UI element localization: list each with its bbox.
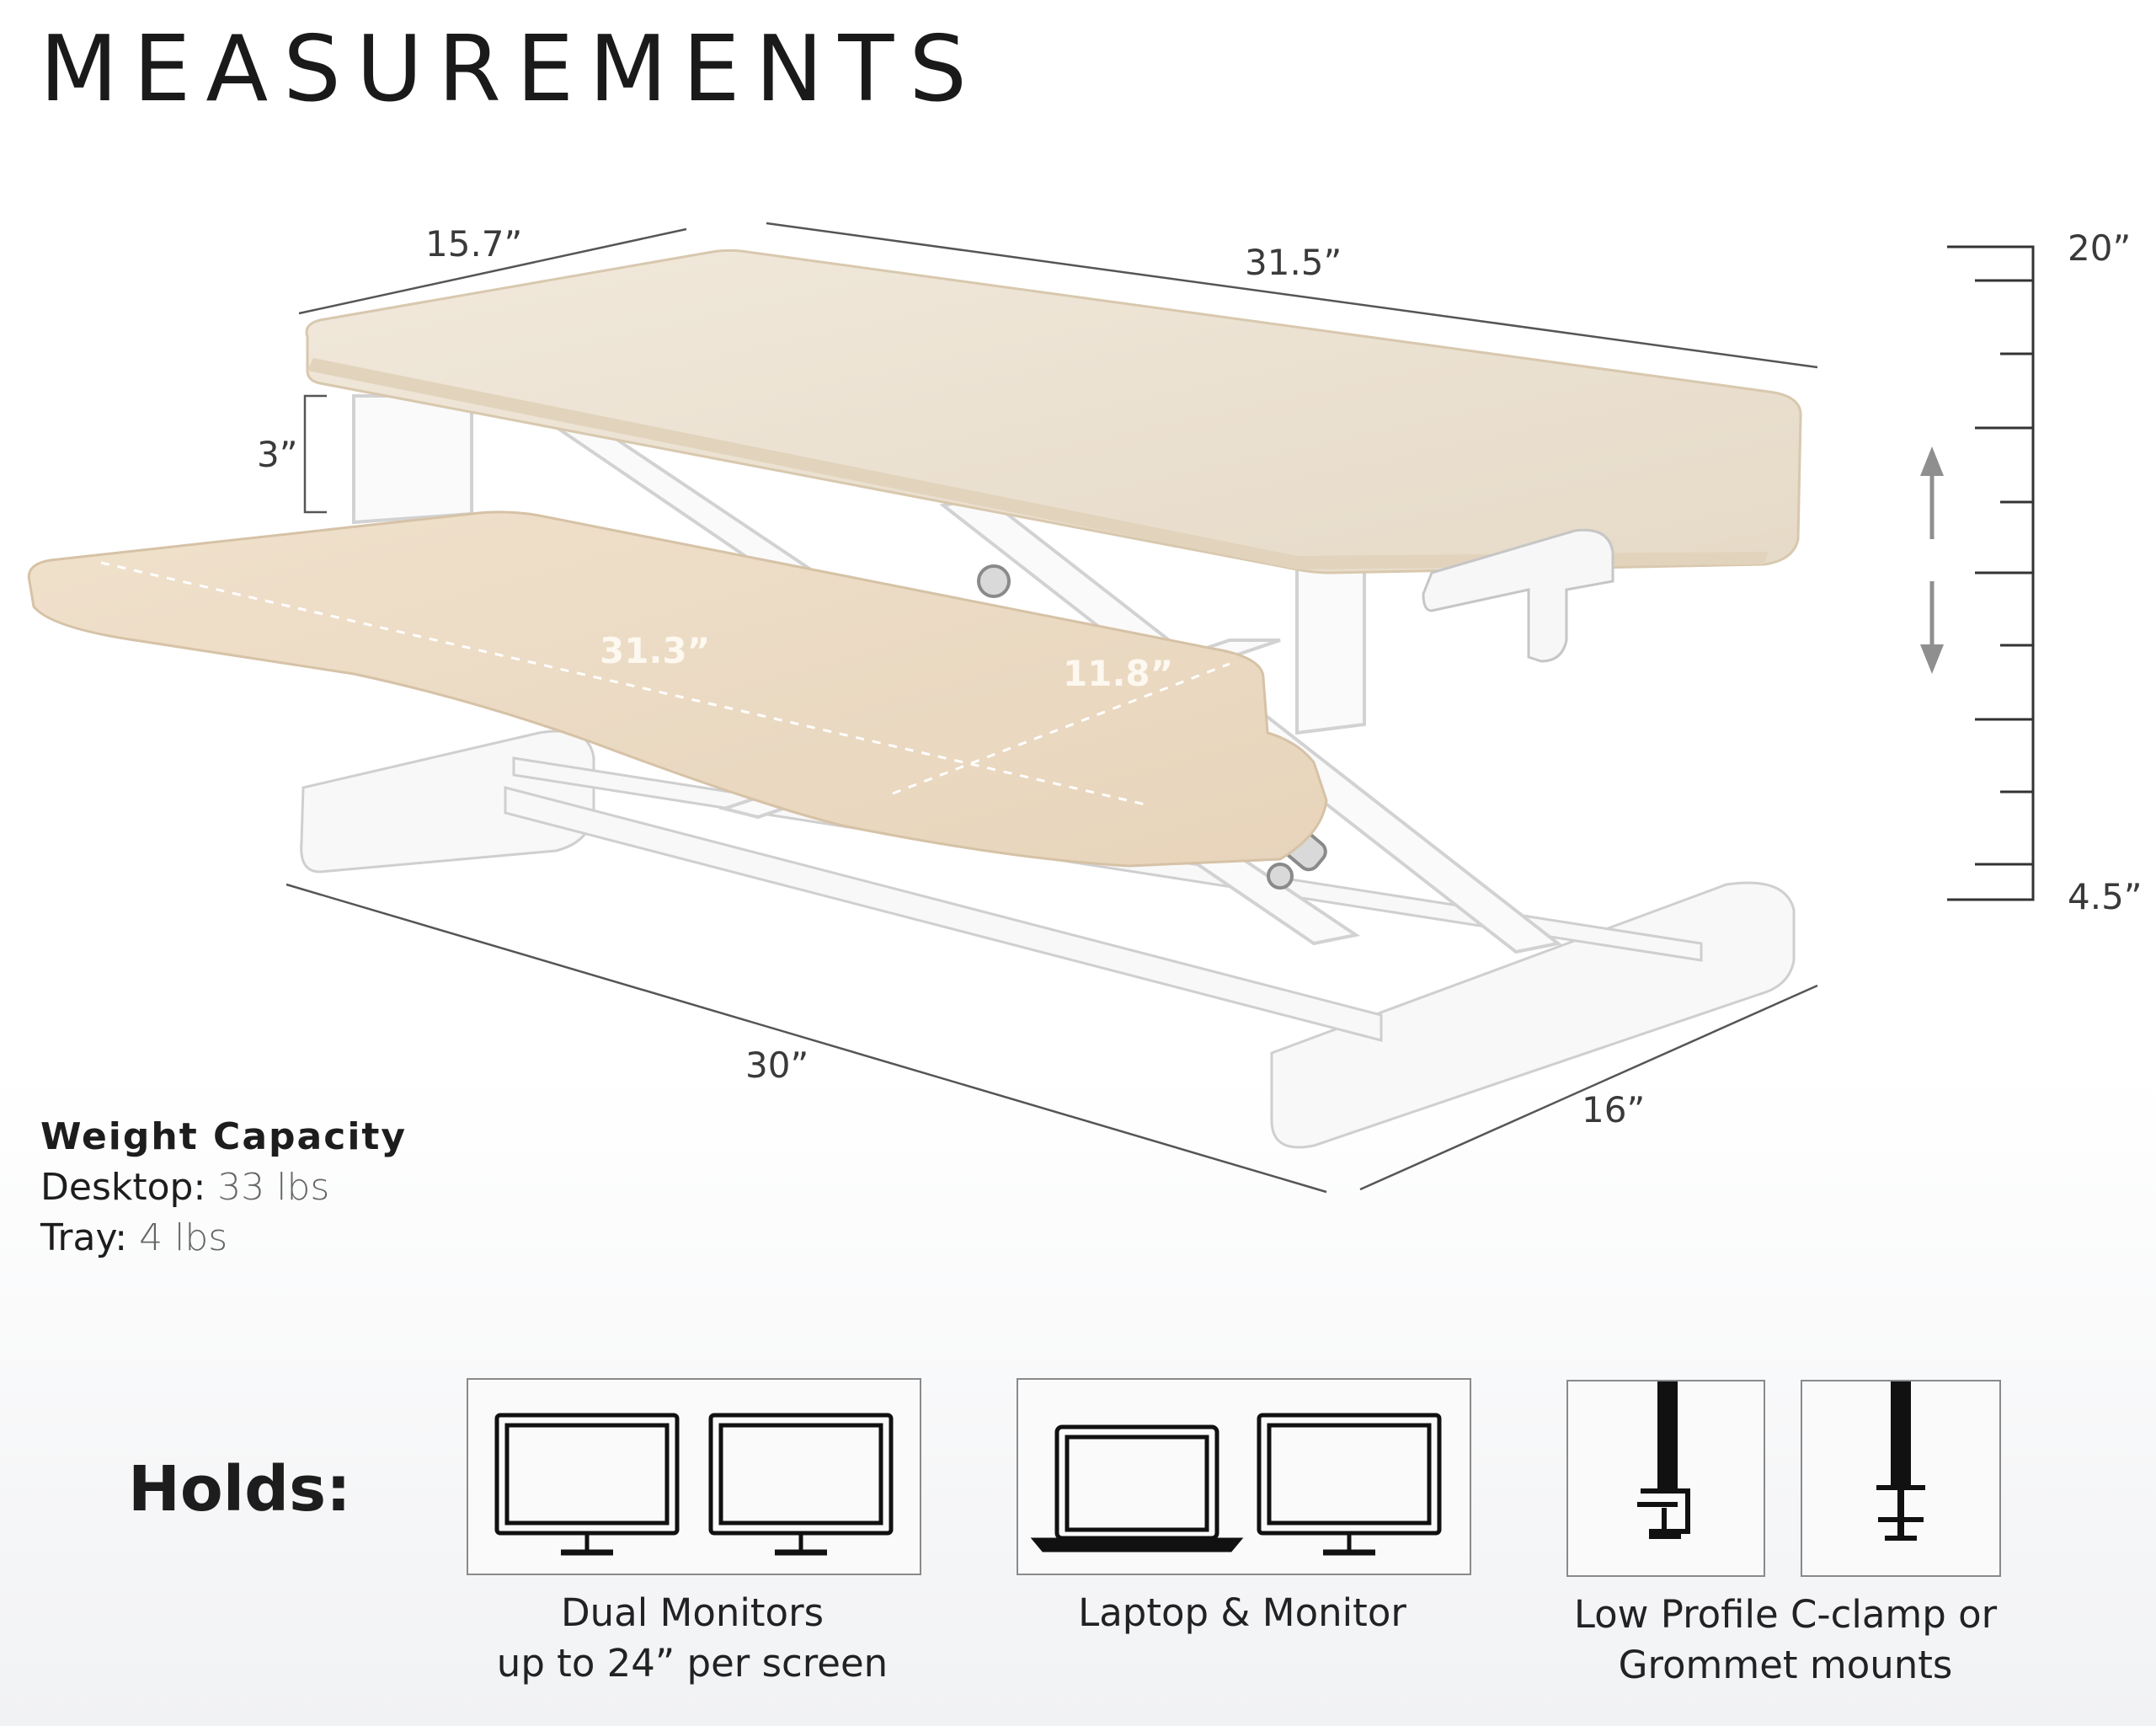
monitor-icon (494, 1413, 680, 1556)
caption-line: Laptop & Monitor (1078, 1590, 1406, 1635)
caption-line: Dual Monitors (560, 1590, 825, 1635)
riser-gap-label: 3” (257, 434, 298, 475)
laptop-monitor-caption: Laptop & Monitor (1017, 1588, 1468, 1638)
laptop-monitor-box (1017, 1378, 1471, 1575)
tray-depth-label: 11.8” (1063, 653, 1174, 694)
base-depth-label: 16” (1582, 1089, 1646, 1130)
tray-capacity-value: 4 lbs (139, 1216, 228, 1259)
c-clamp-icon (1637, 1381, 1690, 1539)
desk-clamp (1422, 528, 1614, 663)
dual-monitors-caption: Dual Monitors up to 24” per screen (467, 1588, 918, 1689)
desk-converter-illustration (27, 222, 2035, 1194)
height-scale (1947, 245, 2035, 901)
height-min-label: 4.5” (2068, 876, 2143, 917)
height-arrows (1920, 446, 1944, 674)
caption-line: Grommet mounts (1618, 1643, 1953, 1687)
monitor-icon (1257, 1413, 1442, 1556)
height-max-label: 20” (2068, 227, 2132, 269)
holds-label: Holds: (128, 1453, 351, 1526)
desktop-capacity-label: Desktop: (40, 1166, 206, 1209)
tray-capacity: Tray: 4 lbs (40, 1213, 407, 1264)
mount-caption: Low Profile C-clamp or Grommet mounts (1533, 1590, 2038, 1691)
grommet-mount-box (1801, 1380, 2001, 1577)
top-depth-label: 15.7” (425, 223, 523, 265)
top-width-label: 31.5” (1245, 242, 1342, 283)
monitor-icon (708, 1413, 894, 1556)
dimension-lines (286, 222, 1818, 1194)
desktop-capacity: Desktop: 33 lbs (40, 1162, 407, 1213)
desktop-surface (305, 248, 1802, 574)
page-title: MEASUREMENTS (40, 17, 982, 122)
caption-line: Low Profile C-clamp or (1573, 1592, 1998, 1637)
laptop-icon (1030, 1424, 1244, 1552)
grommet-mount-icon (1876, 1381, 1925, 1541)
desktop-capacity-value: 33 lbs (217, 1166, 330, 1209)
tray-capacity-label: Tray: (40, 1216, 128, 1259)
weight-capacity: Weight Capacity Desktop: 33 lbs Tray: 4 … (40, 1112, 407, 1264)
dual-monitors-box (467, 1378, 921, 1575)
tray-width-label: 31.3” (600, 630, 711, 671)
weight-capacity-heading: Weight Capacity (40, 1115, 408, 1158)
c-clamp-box (1566, 1380, 1765, 1577)
base-width-label: 30” (745, 1045, 809, 1086)
caption-line: up to 24” per screen (496, 1641, 889, 1686)
keyboard-tray (27, 510, 1328, 868)
